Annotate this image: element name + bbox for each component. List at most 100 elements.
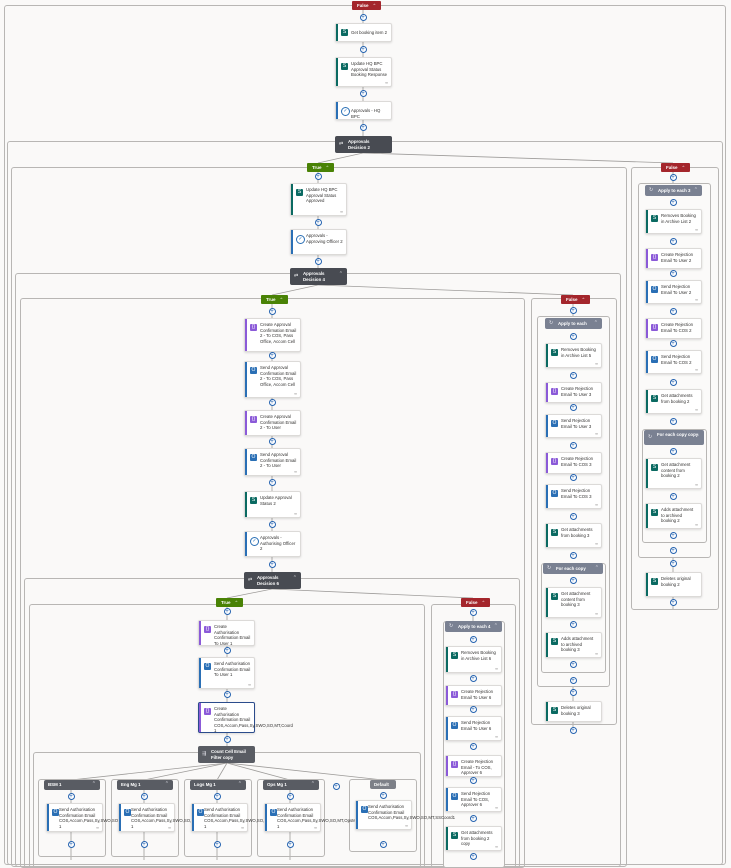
add-step-plus-icon[interactable]: + [569, 726, 577, 734]
add-step-plus-icon[interactable]: + [669, 237, 677, 245]
add-step-plus-icon[interactable]: + [379, 840, 387, 848]
action-card[interactable]: {}Create Rejection Email To COS 3 [545, 452, 602, 474]
collapse-caret-icon[interactable]: ⌃ [91, 781, 96, 787]
add-step-plus-icon[interactable]: + [669, 492, 677, 500]
add-step-plus-icon[interactable]: + [569, 676, 577, 684]
add-step-plus-icon[interactable]: + [332, 782, 340, 790]
add-step-plus-icon[interactable]: + [569, 441, 577, 449]
collapse-caret-icon[interactable]: ⌃ [493, 623, 498, 629]
add-step-plus-icon[interactable]: + [569, 688, 577, 696]
cc-true-badge[interactable]: True⌃ [216, 598, 244, 607]
add-step-plus-icon[interactable]: + [223, 735, 231, 743]
case-default-header[interactable]: Default [370, 780, 396, 789]
action-card[interactable]: {}Create Rejection Email - To COS, Appro… [445, 755, 502, 777]
add-step-plus-icon[interactable]: + [359, 13, 367, 21]
add-step-plus-icon[interactable]: + [569, 403, 577, 411]
add-step-plus-icon[interactable]: + [268, 560, 276, 568]
add-step-plus-icon[interactable]: + [669, 269, 677, 277]
add-step-plus-icon[interactable]: + [140, 840, 148, 848]
collapse-caret-icon[interactable]: ⌃ [338, 271, 343, 277]
add-step-plus-icon[interactable]: + [569, 306, 577, 314]
add-step-plus-icon[interactable]: + [669, 173, 677, 181]
top-false-badge[interactable]: False⌃ [352, 1, 382, 10]
add-step-plus-icon[interactable]: + [213, 792, 221, 800]
apply-to-each[interactable]: ↻Apply to each⌃ [545, 318, 602, 329]
collapse-caret-icon[interactable]: ⌃ [292, 575, 297, 581]
apply-to-each-3[interactable]: ↻Apply to each 3⌃ [645, 185, 702, 196]
add-step-plus-icon[interactable]: + [469, 705, 477, 713]
add-step-plus-icon[interactable]: + [469, 635, 477, 643]
collapse-caret-icon[interactable]: ⌃ [695, 434, 700, 440]
add-step-plus-icon[interactable]: + [469, 814, 477, 822]
action-card[interactable]: {}Create Rejection Email To User 6 [445, 685, 502, 706]
for-each-copy-copy[interactable]: ↻For each copy copy⌃ [644, 430, 704, 445]
add-step-plus-icon[interactable]: + [569, 512, 577, 520]
add-step-plus-icon[interactable]: + [268, 398, 276, 406]
add-step-plus-icon[interactable]: + [286, 840, 294, 848]
add-step-plus-icon[interactable]: + [669, 307, 677, 315]
add-step-plus-icon[interactable]: + [286, 792, 294, 800]
collapse-caret-icon[interactable]: ⌃ [310, 781, 315, 787]
add-step-plus-icon[interactable]: + [469, 852, 477, 860]
add-step-plus-icon[interactable]: + [469, 674, 477, 682]
add-step-plus-icon[interactable]: + [359, 45, 367, 53]
add-step-plus-icon[interactable]: + [669, 198, 677, 206]
collapse-caret-icon[interactable]: ⌃ [693, 187, 698, 193]
add-step-plus-icon[interactable]: + [669, 559, 677, 567]
action-card[interactable]: ✓Approvals - Approving Officer 2 [290, 229, 347, 255]
add-step-plus-icon[interactable]: + [569, 473, 577, 481]
add-step-plus-icon[interactable]: + [359, 89, 367, 97]
action-card[interactable]: {}Create Rejection Email To User 2 [645, 248, 702, 269]
collapse-caret-icon[interactable]: ⌃ [594, 565, 599, 571]
collapse-caret-icon[interactable]: ⌃ [237, 781, 242, 787]
add-step-plus-icon[interactable]: + [140, 792, 148, 800]
case-header[interactable]: Ops Mg 1⌃ [263, 780, 319, 790]
action-card[interactable]: ✓Approvals - Authorising Officer 2 [244, 531, 301, 557]
add-step-plus-icon[interactable]: + [359, 123, 367, 131]
add-step-plus-icon[interactable]: + [469, 742, 477, 750]
add-step-plus-icon[interactable]: + [569, 371, 577, 379]
apply-to-each-4[interactable]: ↻Apply to each 4⌃ [445, 621, 502, 632]
condition-decision-6[interactable]: ⇄Approvals Decision 6⌃ [244, 572, 301, 589]
add-step-plus-icon[interactable]: + [223, 607, 231, 615]
collapse-caret-icon[interactable]: ⌃ [164, 781, 169, 787]
add-step-plus-icon[interactable]: + [268, 478, 276, 486]
case-header[interactable]: Logs Mg 1⌃ [190, 780, 246, 790]
for-each-copy[interactable]: ↻For each copy⌃ [543, 563, 603, 574]
action-card[interactable]: {}Create Authorisation Confirmation Emai… [198, 620, 255, 646]
condition-decision-2[interactable]: ⇄Approvals Decision 2 [335, 136, 392, 153]
case-header[interactable]: BSM 1⌃ [44, 780, 100, 790]
add-step-plus-icon[interactable]: + [314, 172, 322, 180]
add-step-plus-icon[interactable]: + [669, 546, 677, 554]
action-card-selected[interactable]: {}Create Authorisation Confirmation Emai… [198, 702, 293, 733]
add-step-plus-icon[interactable]: + [223, 646, 231, 654]
add-step-plus-icon[interactable]: + [67, 792, 75, 800]
add-step-plus-icon[interactable]: + [569, 332, 577, 340]
add-step-plus-icon[interactable]: + [469, 608, 477, 616]
add-step-plus-icon[interactable]: + [67, 840, 75, 848]
add-step-plus-icon[interactable]: + [569, 576, 577, 584]
